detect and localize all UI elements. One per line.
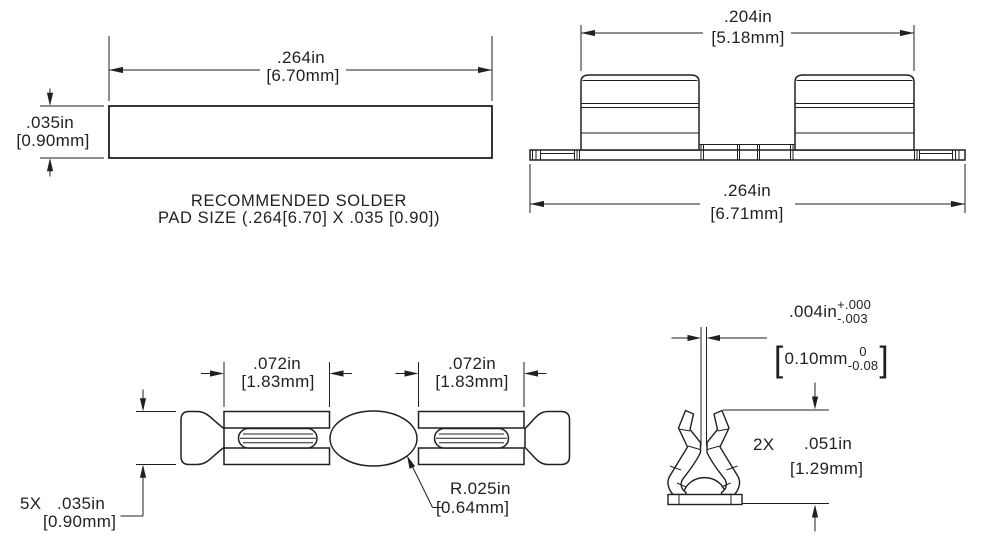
- pad2-width-dimension: [395, 362, 547, 407]
- clip-body: [667, 409, 743, 506]
- contact-height-qty: 5X: [20, 494, 42, 513]
- pad2-top-bar: [417, 410, 525, 429]
- body-span-mm: [5.18mm]: [711, 28, 785, 47]
- solder-pad-outline: [108, 105, 493, 159]
- clip-right-arm: [706, 409, 741, 496]
- left-body-block: [580, 74, 700, 151]
- arrowhead: [811, 396, 819, 410]
- arrowhead: [46, 92, 54, 106]
- clip-left-arm: [667, 409, 702, 496]
- arrowhead: [46, 158, 54, 172]
- pad1-width-mm: [1.83mm]: [241, 372, 315, 391]
- gap-dimension-inches: .004in +.000 -.003: [789, 298, 871, 326]
- pad1-width-dimension: [201, 362, 352, 407]
- carrier-strip-ticks: [532, 144, 960, 160]
- right-end-bulb: [524, 410, 571, 466]
- clip-base: [667, 493, 743, 506]
- pad1-crimp-slot: [237, 427, 318, 449]
- arrowhead: [139, 464, 147, 478]
- arrowhead: [210, 370, 224, 377]
- arrowhead: [524, 370, 538, 377]
- pad1-top-bar: [223, 410, 331, 429]
- radius-inches: R.025in: [450, 479, 511, 498]
- clip-height-inches: .051in: [804, 434, 853, 453]
- solder-pad-note-line1: RECOMMENDED SOLDER: [190, 192, 408, 210]
- gap-mm-tolerance: 0 -0.08: [847, 343, 879, 373]
- pad2-crimp-slot: [433, 427, 510, 449]
- side-view: [529, 25, 966, 213]
- arrowhead: [407, 455, 416, 469]
- clip-inner-arch: [682, 477, 727, 495]
- arrowhead: [706, 334, 720, 342]
- strip-width-mm: [6.71mm]: [710, 204, 784, 223]
- body-span-dimension: [580, 25, 915, 71]
- center-oval: [329, 410, 418, 467]
- pad1-width-inches: .072in: [252, 354, 302, 373]
- contact-height-dimension: [120, 389, 176, 517]
- arrowhead: [687, 334, 701, 342]
- clip-bend-lines: [669, 428, 738, 488]
- gap-mm-value: 0.10mm: [784, 348, 848, 368]
- pad-width-dimension: [108, 36, 493, 101]
- pad1-bottom-bar: [223, 447, 331, 466]
- carrier-strip: [529, 149, 966, 161]
- strip-width-dimension: [529, 164, 966, 213]
- clip-height-qty: 2X: [753, 435, 775, 454]
- contact-height-inches: .035in: [57, 494, 106, 513]
- pad-height-dimension: [40, 88, 104, 177]
- solder-pad-note-line2: PAD SIZE (.264[6.70] X .035 [0.90]): [157, 209, 441, 227]
- pad-width-inches: .264in: [276, 48, 326, 67]
- left-end-bulb: [180, 410, 225, 466]
- pad-width-mm: [6.70mm]: [266, 66, 340, 85]
- arrowhead: [811, 504, 819, 518]
- arrowhead: [139, 398, 147, 412]
- arrowhead: [404, 370, 419, 377]
- contact-height-mm: [0.90mm]: [43, 512, 117, 531]
- contact-top-view: [120, 362, 571, 517]
- arrowhead: [109, 66, 123, 74]
- clip-height-dimension: [723, 382, 829, 532]
- pad-height-inches: .035in: [25, 113, 75, 132]
- pad-height-mm: [0.90mm]: [16, 131, 90, 150]
- arrowhead: [478, 66, 492, 74]
- body-span-inches: .204in: [723, 7, 773, 26]
- solder-pad-view: [40, 36, 493, 177]
- strip-width-inches: .264in: [722, 181, 772, 200]
- arrowhead: [530, 200, 544, 208]
- pad2-bottom-bar: [417, 447, 525, 466]
- arrowhead: [900, 29, 914, 37]
- pad2-width-mm: [1.83mm]: [435, 372, 509, 391]
- arrowhead: [329, 370, 344, 377]
- clip-height-mm: [1.29mm]: [790, 459, 864, 478]
- right-body-block: [794, 74, 915, 151]
- arrowhead: [581, 29, 595, 37]
- clip-end-view: [667, 327, 829, 532]
- gap-inches-tolerance: +.000 -.003: [837, 297, 872, 326]
- pad2-width-inches: .072in: [447, 354, 497, 373]
- gap-dimension-mm: [ 0.10mm 0 -0.08 ]: [774, 337, 889, 378]
- radius-mm: [0.64mm]: [436, 498, 510, 517]
- radius-leader: [407, 455, 444, 508]
- gap-dimension: [671, 334, 767, 342]
- arrowhead: [951, 200, 965, 208]
- gap-inches-value: .004in: [789, 302, 838, 321]
